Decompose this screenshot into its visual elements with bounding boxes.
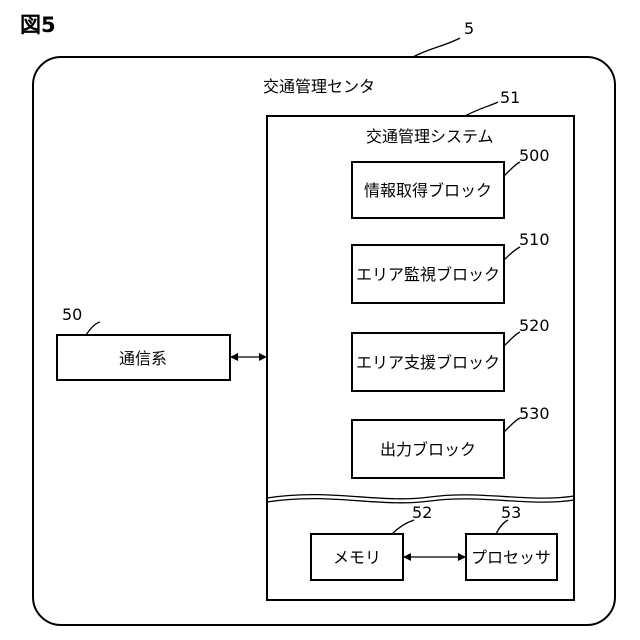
memory-label: メモリ xyxy=(333,548,381,567)
traffic-center-box xyxy=(33,57,615,625)
block-510-leader xyxy=(504,247,520,260)
block-510-ref: 510 xyxy=(519,230,550,249)
block-500-ref: 500 xyxy=(519,146,550,165)
block-530-leader xyxy=(504,418,520,432)
area-monitoring-block-label: エリア監視ブロック xyxy=(356,265,500,284)
block-520-ref: 520 xyxy=(519,316,550,335)
processor-label: プロセッサ xyxy=(471,548,551,567)
processor-ref-number: 53 xyxy=(501,503,521,522)
comm-ref-leader xyxy=(86,322,100,335)
block-530-ref: 530 xyxy=(519,404,550,423)
block-500-leader xyxy=(504,162,520,176)
output-block-label: 出力ブロック xyxy=(380,440,476,459)
memory-ref-number: 52 xyxy=(412,503,432,522)
system-ref-leader xyxy=(465,102,498,116)
communication-system-label: 通信系 xyxy=(119,349,167,368)
memory-ref-leader xyxy=(392,520,414,534)
traffic-center-label: 交通管理センタ xyxy=(263,77,375,96)
center-ref-leader xyxy=(413,38,460,57)
system-ref-number: 51 xyxy=(500,88,520,107)
center-ref-number: 5 xyxy=(464,19,474,38)
figure-title: 図5 xyxy=(20,13,56,37)
info-acquisition-block-label: 情報取得ブロック xyxy=(364,181,492,200)
block-520-leader xyxy=(504,332,520,346)
comm-ref-number: 50 xyxy=(62,305,82,324)
area-support-block-label: エリア支援ブロック xyxy=(356,353,500,372)
processor-ref-leader xyxy=(496,520,508,534)
traffic-system-label: 交通管理システム xyxy=(366,127,494,146)
